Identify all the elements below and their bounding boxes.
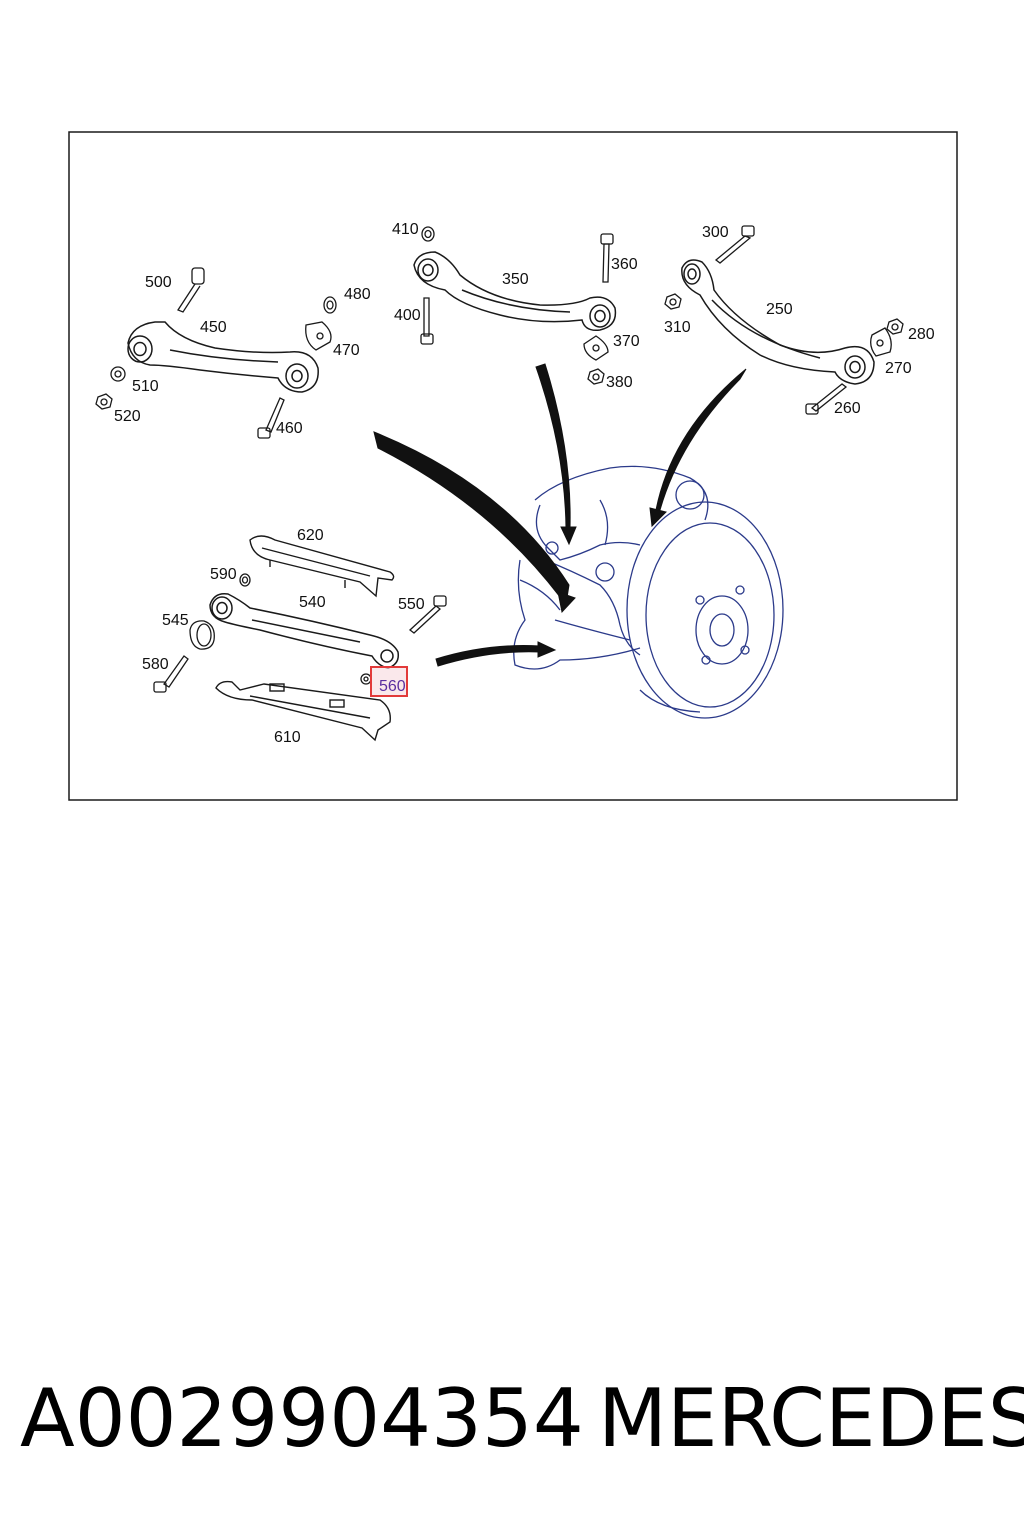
cover-620 bbox=[249, 535, 395, 598]
part-number: A0029904354 bbox=[20, 1372, 584, 1465]
control-arm-350 bbox=[413, 251, 617, 332]
label-260: 260 bbox=[834, 400, 861, 417]
label-560: 560 bbox=[379, 678, 406, 695]
control-arm-250 bbox=[681, 259, 875, 385]
parts-260-270-280 bbox=[805, 318, 904, 415]
label-350: 350 bbox=[502, 271, 529, 288]
label-510: 510 bbox=[132, 378, 159, 395]
label-500: 500 bbox=[145, 274, 172, 291]
parts-470-480 bbox=[305, 296, 337, 351]
label-620: 620 bbox=[297, 527, 324, 544]
label-470: 470 bbox=[333, 342, 360, 359]
control-arm-450 bbox=[127, 321, 319, 393]
label-410: 410 bbox=[392, 221, 419, 238]
label-300: 300 bbox=[702, 224, 729, 241]
label-310: 310 bbox=[664, 319, 691, 336]
wheel-knuckle bbox=[513, 465, 784, 719]
label-250: 250 bbox=[766, 301, 793, 318]
bolt-460 bbox=[257, 397, 285, 439]
pointer-arrows bbox=[373, 363, 747, 667]
parts-545-550-580-590 bbox=[153, 573, 447, 693]
label-400: 400 bbox=[394, 307, 421, 324]
label-545: 545 bbox=[162, 612, 189, 629]
arm-540 bbox=[209, 592, 400, 669]
label-280: 280 bbox=[908, 326, 935, 343]
label-550: 550 bbox=[398, 596, 425, 613]
caption: A0029904354 MERCEDES bbox=[0, 1372, 1024, 1472]
label-590: 590 bbox=[210, 566, 237, 583]
label-610: 610 bbox=[274, 729, 301, 746]
parts-360-370-380 bbox=[583, 233, 614, 385]
label-540: 540 bbox=[299, 594, 326, 611]
highlight-box-560 bbox=[370, 666, 408, 697]
label-370: 370 bbox=[613, 333, 640, 350]
label-580: 580 bbox=[142, 656, 169, 673]
cover-610 bbox=[215, 680, 391, 742]
label-520: 520 bbox=[114, 408, 141, 425]
label-480: 480 bbox=[344, 286, 371, 303]
label-380: 380 bbox=[606, 374, 633, 391]
brand-name: MERCEDES bbox=[598, 1372, 1024, 1465]
label-460: 460 bbox=[276, 420, 303, 437]
label-270: 270 bbox=[885, 360, 912, 377]
part-labels: 410 300 360 500 350 480 250 400 450 310 … bbox=[114, 221, 935, 746]
label-450: 450 bbox=[200, 319, 227, 336]
fasteners-400-410 bbox=[420, 226, 435, 345]
parts-300-310 bbox=[664, 225, 755, 310]
diagram-frame bbox=[68, 131, 958, 801]
bolt-500 bbox=[177, 267, 205, 313]
fasteners-510-520 bbox=[95, 366, 126, 410]
label-360: 360 bbox=[611, 256, 638, 273]
